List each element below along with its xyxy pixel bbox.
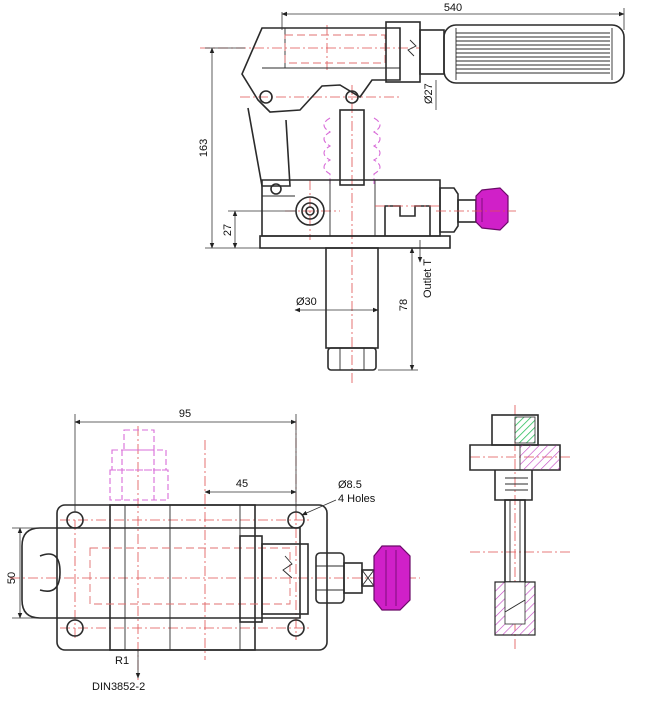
base-plate bbox=[259, 235, 451, 249]
dim-half-spacing-label: 45 bbox=[236, 478, 248, 490]
dim-hole-spacing-label: 95 bbox=[179, 408, 191, 420]
pivot-lower bbox=[270, 183, 282, 195]
valve-hex bbox=[439, 187, 459, 233]
plan-bore-hidden bbox=[89, 547, 291, 605]
section-cut-line bbox=[504, 599, 526, 613]
plan-fitting-hidden bbox=[109, 429, 169, 501]
section-cup-bore bbox=[504, 581, 526, 625]
dim-height-label: 163 bbox=[198, 139, 210, 157]
body-notch bbox=[384, 205, 431, 236]
release-knob bbox=[475, 187, 509, 231]
port-fitting-mid bbox=[301, 202, 319, 220]
plan-cross-2 bbox=[361, 569, 375, 587]
dim-hole-diameter-label: Ø8.5 bbox=[338, 479, 362, 491]
plan-lever-end bbox=[39, 553, 61, 592]
bellows-right bbox=[372, 117, 381, 184]
grip-ribs bbox=[456, 32, 610, 74]
hole-leader bbox=[301, 499, 337, 516]
pivot-right bbox=[345, 90, 359, 104]
grip bbox=[443, 24, 625, 84]
section-neck bbox=[494, 470, 533, 501]
bellows-left bbox=[323, 117, 332, 184]
dim-grip-diameter-label: Ø27 bbox=[423, 83, 435, 104]
outlet-label: Outlet T bbox=[422, 259, 434, 298]
lever-bore-hidden bbox=[284, 34, 386, 64]
dim-shaft-length-label: 78 bbox=[398, 299, 410, 311]
dim-shaft-diameter-label: Ø30 bbox=[296, 296, 317, 308]
port-label: R1 bbox=[115, 655, 129, 667]
lever-head bbox=[241, 27, 401, 113]
lever-edge bbox=[241, 27, 263, 75]
mount-hole-3 bbox=[66, 619, 84, 637]
plan-body bbox=[109, 504, 256, 651]
plan-lever bbox=[21, 527, 301, 619]
plan-break-mark bbox=[282, 555, 293, 579]
side-view: 540 Ø27 163 27 Ø30 78 Outlet T bbox=[198, 2, 625, 385]
pivot-left bbox=[259, 90, 273, 104]
lever-socket bbox=[385, 21, 421, 83]
grip-collar bbox=[419, 29, 445, 75]
section-seal bbox=[514, 416, 536, 444]
dim-base-label: 27 bbox=[222, 224, 234, 236]
break-mark bbox=[407, 39, 417, 57]
piston-rod bbox=[339, 109, 365, 186]
dim-length-label: 540 bbox=[444, 2, 462, 14]
standard-label: DIN3852-2 bbox=[92, 681, 145, 693]
section-flange-hatch bbox=[519, 444, 561, 471]
plan-block-right-2 bbox=[261, 543, 309, 615]
plan-view: 95 45 Ø8.5 4 Holes 50 R1 DIN3852-2 bbox=[6, 408, 420, 693]
mount-hole-4 bbox=[287, 619, 305, 637]
plan-block-right bbox=[239, 535, 263, 623]
section-detail bbox=[469, 405, 570, 650]
holes-count-label: 4 Holes bbox=[338, 493, 376, 505]
plan-release-knob bbox=[373, 545, 411, 611]
pump-body bbox=[261, 179, 441, 237]
link-arm bbox=[247, 107, 291, 187]
port-fitting-inner bbox=[305, 206, 315, 216]
cylinder-cap bbox=[327, 347, 377, 371]
dim-width-label: 50 bbox=[6, 572, 18, 584]
